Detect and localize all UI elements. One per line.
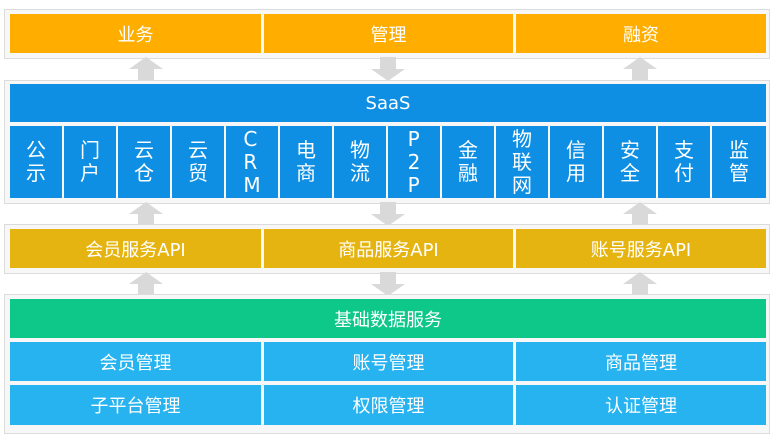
saas-module-jianguan: 监管 [712,126,766,198]
arrow-down-icon [371,57,405,81]
saas-module-wulianwang: 物联网 [496,126,548,198]
saas-module-gongshi: 公示 [10,126,62,198]
saas-module-zhifu: 支付 [658,126,710,198]
saas-module-label: 门户 [80,138,100,185]
arrow-down-icon [371,272,405,296]
foundation-cell-subplatform-mgmt: 子平台管理 [10,385,261,425]
arrow-up-icon [623,272,657,296]
arrow-down-icon [371,202,405,226]
top-cell-business: 业务 [10,14,261,53]
arrow-up-icon [129,202,163,226]
saas-module-label: 支付 [674,138,694,185]
saas-module-label: 金融 [458,138,478,185]
saas-module-menhu: 门户 [64,126,116,198]
foundation-cell-permission-mgmt: 权限管理 [264,385,513,425]
foundation-cell-product-mgmt: 商品管理 [516,342,766,381]
saas-module-label: 安全 [620,138,640,185]
foundation-cell-account-mgmt: 账号管理 [264,342,513,381]
api-cell-member: 会员服务API [10,229,261,268]
saas-module-xinyong: 信用 [550,126,602,198]
foundation-cell-auth-mgmt: 认证管理 [516,385,766,425]
arrow-up-icon [129,57,163,81]
saas-module-jinrong: 金融 [442,126,494,198]
arrow-up-icon [623,202,657,226]
foundation-title: 基础数据服务 [10,299,766,338]
saas-module-label: 公示 [26,138,46,185]
saas-module-label: 监管 [729,138,749,185]
saas-module-anquan: 安全 [604,126,656,198]
saas-module-yunmao: 云贸 [172,126,224,198]
saas-module-label: 信用 [566,138,586,185]
arrow-up-icon [129,272,163,296]
foundation-cell-member-mgmt: 会员管理 [10,342,261,381]
saas-module-label: 物流 [350,138,370,185]
arrow-up-icon [623,57,657,81]
saas-module-wuliu: 物流 [334,126,386,198]
saas-module-label: 云仓 [134,138,154,185]
saas-module-dianshang: 电商 [280,126,332,198]
saas-module-label: 电商 [296,138,316,185]
saas-module-label: 物联网 [512,126,532,197]
top-cell-management: 管理 [264,14,513,53]
saas-title: SaaS [10,84,766,122]
api-cell-product: 商品服务API [264,229,513,268]
top-cell-financing: 融资 [516,14,766,53]
saas-module-yuncang: 云仓 [118,126,170,198]
api-cell-account: 账号服务API [516,229,766,268]
saas-module-label: 云贸 [188,138,208,185]
